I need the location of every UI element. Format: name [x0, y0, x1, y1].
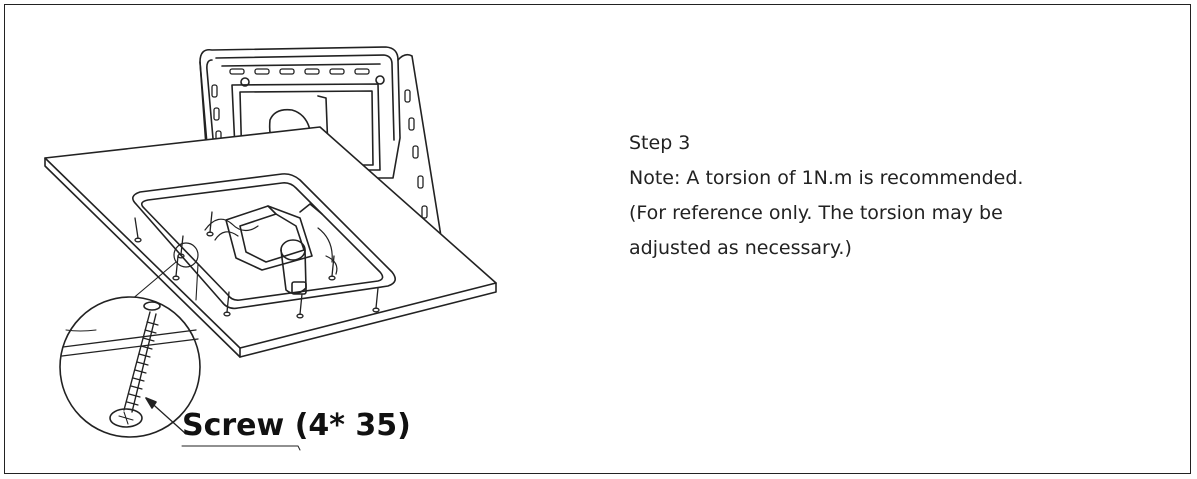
step-title: Step 3	[629, 132, 691, 154]
torsion-note: Note: A torsion of 1N.m is recommended.	[629, 167, 1024, 189]
step-instructions: Step 3 Note: A torsion of 1N.m is recomm…	[629, 126, 1149, 266]
screw-callout-label: Screw (4* 35)	[182, 408, 411, 443]
screw-magnifier-icon	[59, 296, 201, 438]
reference-line-1: (For reference only. The torsion may be	[629, 202, 1003, 224]
ceiling-panel-icon	[44, 126, 497, 358]
mounting-screws-icon	[134, 211, 380, 319]
reference-line-2: adjusted as necessary.)	[629, 237, 852, 259]
